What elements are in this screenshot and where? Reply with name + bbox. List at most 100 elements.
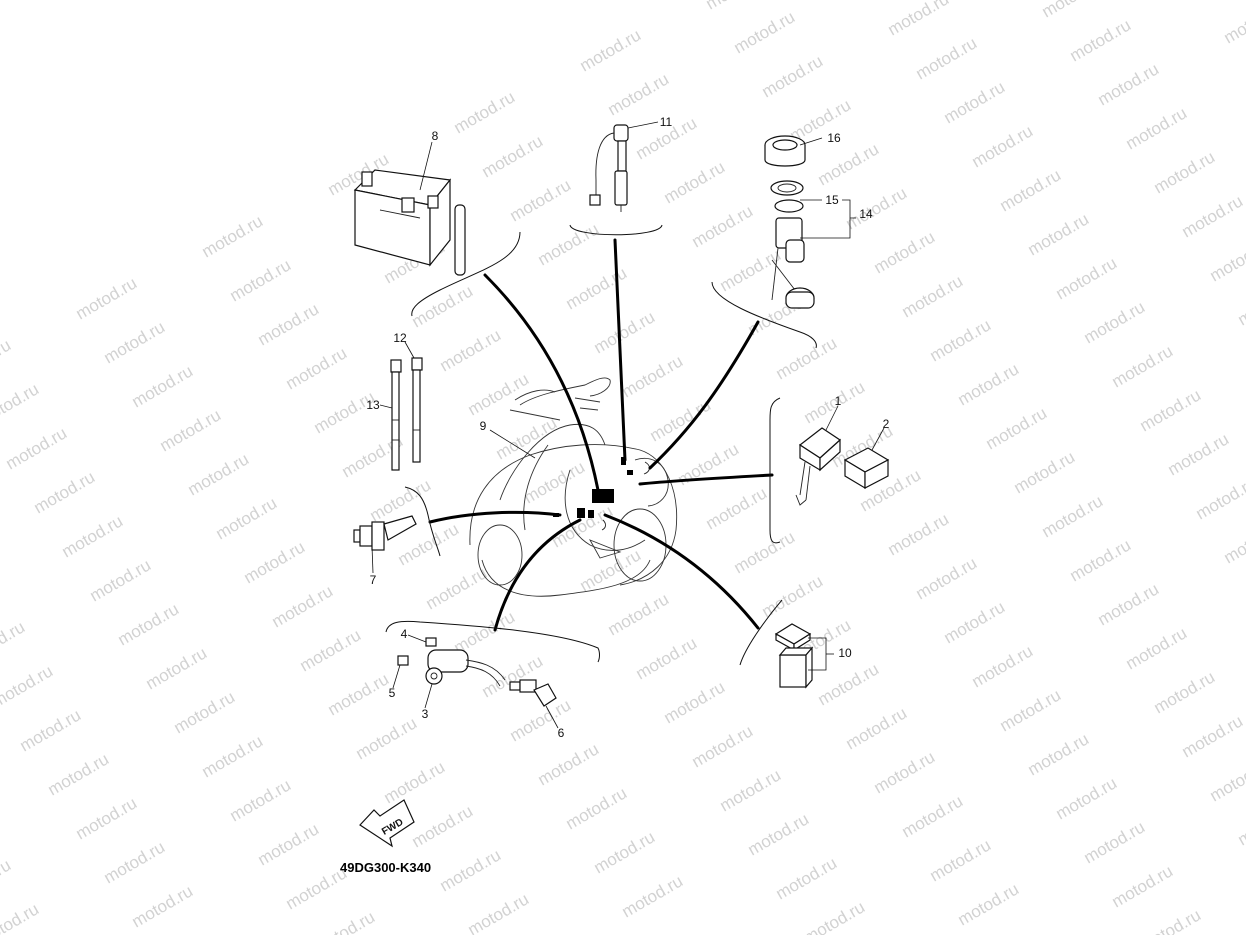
watermark-text: motod.ru — [311, 907, 379, 935]
watermark-text: motod.ru — [717, 245, 785, 295]
watermark-text: motod.ru — [0, 379, 42, 429]
watermark-text: motod.ru — [745, 809, 813, 859]
watermark-text: motod.ru — [1207, 235, 1246, 285]
relays-part-10 — [776, 624, 812, 687]
callout-5: 5 — [389, 686, 396, 700]
watermark-text: motod.ru — [199, 211, 267, 261]
watermark-text: motod.ru — [353, 713, 421, 763]
watermark-text: motod.ru — [969, 121, 1037, 171]
callout-11: 11 — [660, 115, 673, 129]
watermark-text: motod.ru — [143, 643, 211, 693]
watermark-text: motod.ru — [0, 899, 42, 935]
watermark-text: motod.ru — [129, 361, 197, 411]
watermark-text: motod.ru — [1235, 279, 1246, 329]
watermark-text: motod.ru — [1053, 253, 1121, 303]
watermark-text: motod.ru — [1067, 535, 1135, 585]
watermark-text: motod.ru — [899, 791, 967, 841]
watermark-text: motod.ru — [59, 511, 127, 561]
watermark-text: motod.ru — [591, 827, 659, 877]
callout-7: 7 — [370, 573, 377, 587]
watermark-text: motod.ru — [689, 201, 757, 251]
watermark-text: motod.ru — [1067, 15, 1135, 65]
watermark-text: motod.ru — [255, 819, 323, 869]
callout-6: 6 — [558, 726, 565, 740]
watermark-text: motod.ru — [1165, 429, 1233, 479]
watermark-text: motod.ru — [437, 845, 505, 895]
watermark-text: motod.ru — [311, 387, 379, 437]
battery — [355, 170, 465, 275]
watermark-text: motod.ru — [3, 423, 71, 473]
watermark-text: motod.ru — [675, 439, 743, 489]
watermark-text: motod.ru — [521, 457, 589, 507]
watermark-text: motod.ru — [1151, 667, 1219, 717]
callout-9: 9 — [480, 419, 487, 433]
watermark-text: motod.ru — [689, 721, 757, 771]
watermark-text: motod.ru — [1053, 773, 1121, 823]
watermark-text: motod.ru — [1193, 0, 1246, 3]
watermark-text: motod.ru — [1179, 711, 1246, 761]
watermark-text: motod.ru — [535, 219, 603, 269]
watermark-text: motod.ru — [577, 25, 645, 75]
watermark-text: motod.ru — [591, 307, 659, 357]
watermark-text: motod.ru — [759, 571, 827, 621]
watermark-text: motod.ru — [1109, 861, 1177, 911]
watermark-text: motod.ru — [451, 87, 519, 137]
watermark-text: motod.ru — [661, 157, 729, 207]
watermark-text: motod.ru — [409, 801, 477, 851]
watermark-text: motod.ru — [619, 351, 687, 401]
watermark-text: motod.ru — [871, 227, 939, 277]
watermark-text: motod.ru — [969, 641, 1037, 691]
watermark-text: motod.ru — [871, 747, 939, 797]
watermark-text: motod.ru — [101, 837, 169, 887]
relay-part-1 — [796, 428, 840, 505]
watermark-text: motod.ru — [941, 597, 1009, 647]
watermark-text: motod.ru — [619, 871, 687, 921]
watermark-text: motod.ru — [423, 563, 491, 613]
watermark-text: motod.ru — [1235, 799, 1246, 849]
watermark-text: motod.ru — [227, 775, 295, 825]
watermark-text: motod.ru — [759, 51, 827, 101]
watermark-text: motod.ru — [661, 677, 729, 727]
watermark-text: motod.ru — [479, 131, 547, 181]
callout-8: 8 — [432, 129, 439, 143]
watermark-text: motod.ru — [927, 315, 995, 365]
watermark-text: motod.ru — [913, 553, 981, 603]
watermark-text: motod.ru — [115, 599, 183, 649]
forward-arrow-icon: FWD — [360, 800, 414, 846]
watermark-text: motod.ru — [885, 0, 953, 39]
watermark-text: motod.ru — [815, 139, 883, 189]
watermark-text: motod.ru — [1151, 147, 1219, 197]
watermark-text: motod.ru — [801, 897, 869, 935]
watermark-text: motod.ru — [605, 589, 673, 639]
watermark-text: motod.ru — [199, 731, 267, 781]
watermark-text: motod.ru — [1123, 623, 1191, 673]
watermark-text: motod.ru — [31, 467, 99, 517]
watermark-text: motod.ru — [0, 661, 56, 711]
callout-2: 2 — [883, 417, 890, 431]
watermark-text: motod.ru — [1025, 209, 1093, 259]
watermark-text: motod.ru — [717, 765, 785, 815]
watermark-text: motod.ru — [213, 493, 281, 543]
watermark-text: motod.ru — [297, 625, 365, 675]
callout-10: 10 — [838, 646, 852, 660]
watermark-text: motod.ru — [255, 299, 323, 349]
callout-16: 16 — [827, 131, 841, 145]
watermark-text: motod.ru — [815, 659, 883, 709]
watermark-text: motod.ru — [45, 749, 113, 799]
watermark-text: motod.ru — [1011, 447, 1079, 497]
callout-15: 15 — [825, 193, 839, 207]
watermark-text: motod.ru — [703, 483, 771, 533]
watermark-text: motod.ru — [563, 783, 631, 833]
watermark-text: motod.ru — [899, 271, 967, 321]
watermark-text: motod.ru — [703, 0, 771, 13]
watermark-text: motod.ru — [227, 255, 295, 305]
watermark-text: motod.ru — [843, 703, 911, 753]
watermark-text: motod.ru — [731, 7, 799, 57]
watermark-text: motod.ru — [731, 527, 799, 577]
watermark-text: motod.ru — [955, 879, 1023, 929]
watermark-text: motod.ru — [507, 175, 575, 225]
watermark-text: motod.ru — [773, 853, 841, 903]
watermark-text: motod.ru — [997, 165, 1065, 215]
watermark-text: motod.ru — [1039, 0, 1107, 21]
